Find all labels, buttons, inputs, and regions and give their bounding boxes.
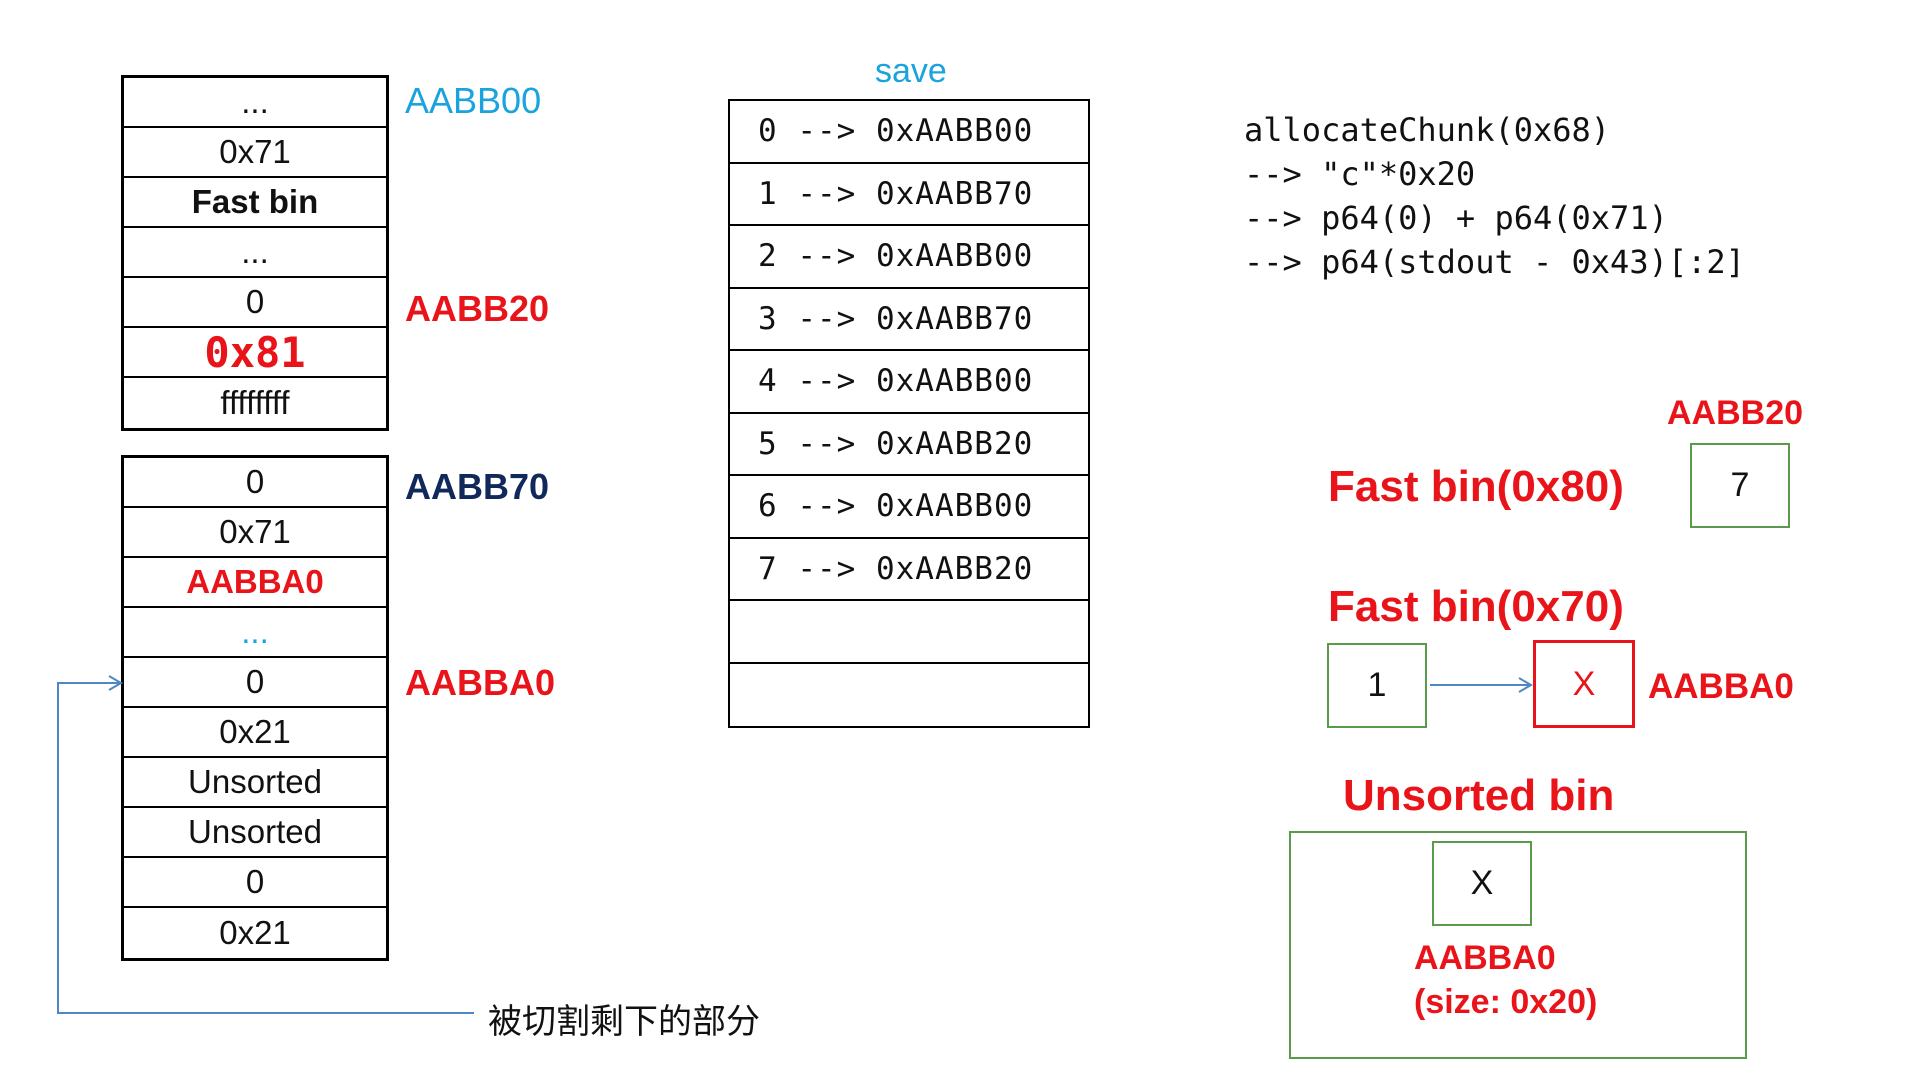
- chunk-cell: ...: [124, 228, 386, 278]
- save-row: 7 --> 0xAABB20: [730, 539, 1088, 601]
- unsorted-title: Unsorted bin: [1343, 771, 1615, 820]
- fast80-node: 7: [1690, 443, 1790, 528]
- addr-label-aabb70: AABB70: [405, 466, 550, 507]
- chunk-cell: 0: [124, 658, 386, 708]
- save-row: 5 --> 0xAABB20: [730, 414, 1088, 476]
- addr-label-aabb00: AABB00: [405, 80, 542, 121]
- addr-label-aabba0: AABBA0: [405, 662, 556, 703]
- remainder-note: 被切割剩下的部分: [488, 1002, 760, 1042]
- chunk-cell-fd: AABBA0: [124, 558, 386, 608]
- save-row: 1 --> 0xAABB70: [730, 164, 1088, 226]
- chunk-cell: 0x71: [124, 508, 386, 558]
- save-row: 2 --> 0xAABB00: [730, 226, 1088, 289]
- chunk-cell: 0x71: [124, 128, 386, 178]
- chunk-cell: Unsorted: [124, 808, 386, 858]
- save-row: 0 --> 0xAABB00: [730, 101, 1088, 164]
- chunk-cell: ...: [124, 78, 386, 128]
- unsorted-addr-label: AABBA0: [1414, 939, 1556, 977]
- save-row-empty: [730, 664, 1088, 727]
- chunk-cell: 0x21: [219, 914, 291, 951]
- save-row-empty: [730, 601, 1088, 664]
- code-line: --> p64(stdout - 0x43)[:2]: [1244, 243, 1745, 281]
- chunk-cell-size-overwritten: 0x81: [124, 328, 386, 378]
- chunk-cell: Unsorted: [124, 758, 386, 808]
- chunk-cell: 0: [124, 858, 386, 908]
- addr-label-aabb20: AABB20: [405, 288, 550, 329]
- code-line: --> "c"*0x20: [1244, 155, 1476, 193]
- chunk-cell: 0: [124, 458, 386, 508]
- unsorted-node: X: [1432, 841, 1532, 926]
- code-line: --> p64(0) + p64(0x71): [1244, 199, 1668, 237]
- exploit-code: allocateChunk(0x68) --> "c"*0x20 --> p64(0…: [1244, 108, 1745, 284]
- heap-chunk-aabb00: ... 0x71 Fast bin ... 0 0x81 ffffffff: [121, 75, 389, 431]
- chunk-cell: ...: [124, 608, 386, 658]
- save-row: 6 --> 0xAABB00: [730, 476, 1088, 539]
- chunk-cell: ffffffff: [220, 384, 290, 421]
- save-row: 4 --> 0xAABB00: [730, 351, 1088, 414]
- unsorted-bin-box: [1289, 831, 1747, 1059]
- fast70-node1: 1: [1327, 643, 1427, 728]
- chunk-cell: 0: [124, 278, 386, 328]
- fast70-title: Fast bin(0x70): [1328, 582, 1624, 631]
- heap-chunk-aabb70: 0 0x71 AABBA0 ... 0 0x21 Unsorted Unsort…: [121, 455, 389, 961]
- fast70-addr-label: AABBA0: [1648, 667, 1794, 706]
- fast80-addr-label: AABB20: [1667, 394, 1804, 432]
- unsorted-size-label: (size: 0x20): [1414, 983, 1598, 1021]
- save-row: 3 --> 0xAABB70: [730, 289, 1088, 351]
- code-line: allocateChunk(0x68): [1244, 111, 1611, 149]
- fast70-node2: X: [1533, 640, 1635, 728]
- chunk-cell: 0x21: [124, 708, 386, 758]
- save-table: 0 --> 0xAABB00 1 --> 0xAABB70 2 --> 0xAA…: [728, 99, 1090, 728]
- chunk-cell: Fast bin: [124, 178, 386, 228]
- save-title: save: [875, 52, 947, 90]
- fast80-title: Fast bin(0x80): [1328, 462, 1624, 511]
